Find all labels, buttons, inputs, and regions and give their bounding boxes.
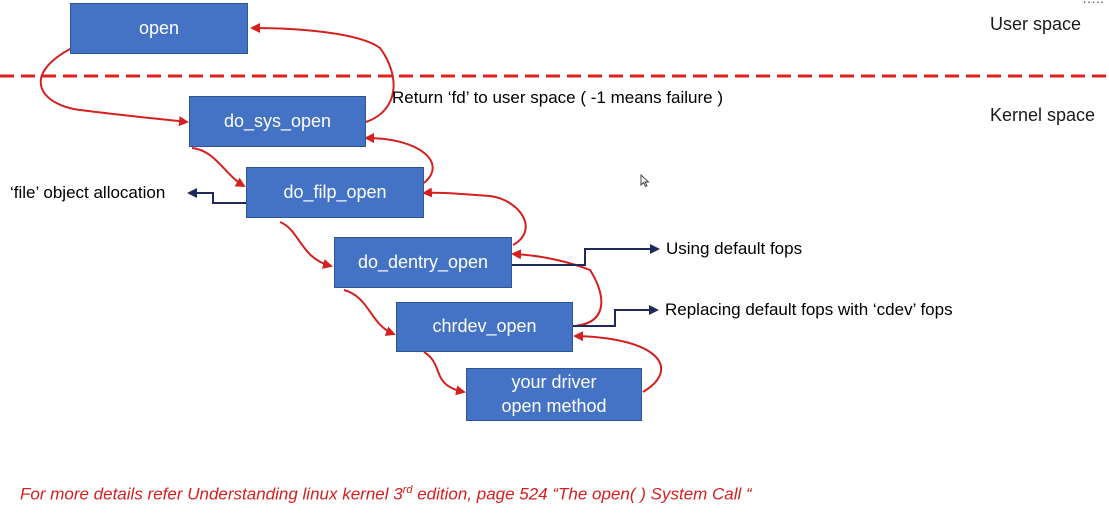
arrow-using-default-fops — [512, 244, 660, 266]
arrow-file-object-allocation — [187, 188, 247, 204]
mouse-cursor-icon — [640, 174, 650, 188]
reference-note-prefix: For more details refer Understanding lin… — [20, 484, 403, 504]
arrow-return-fd-to-user — [250, 23, 395, 123]
arrow-do-filp-open-to-do-dentry-open — [279, 221, 333, 269]
reference-note: For more details refer Understanding lin… — [20, 484, 752, 505]
box-do-filp-open: do_filp_open — [246, 167, 424, 218]
arrow-open-to-do-sys-open — [39, 47, 189, 127]
reference-note-superscript: rd — [402, 484, 413, 496]
arrow-driver-open-return — [573, 331, 663, 393]
box-driver-open-method: your driver open method — [466, 368, 642, 421]
arrow-chrdev-open-to-driver-open — [423, 351, 466, 396]
box-open: open — [70, 3, 248, 54]
return-fd-label: Return ‘fd’ to user space ( -1 means fai… — [392, 88, 724, 107]
kernel-space-label: Kernel space — [990, 105, 1096, 125]
arrow-replacing-fops — [573, 305, 659, 327]
user-space-label: User space — [990, 14, 1082, 34]
reference-note-suffix: edition, page 524 “The open( ) System Ca… — [412, 484, 752, 504]
file-object-allocation-label: ‘file’ object allocation — [10, 183, 166, 202]
arrow-do-dentry-open-to-chrdev-open — [343, 289, 396, 336]
arrow-do-dentry-open-return — [422, 187, 527, 246]
top-right-ellipsis: ….. — [1082, 0, 1104, 6]
using-default-fops-label: Using default fops — [666, 239, 803, 258]
arrow-chrdev-open-return — [511, 249, 603, 327]
arrow-do-filp-open-return — [364, 133, 434, 184]
box-chrdev-open: chrdev_open — [396, 302, 573, 352]
replacing-fops-label: Replacing default fops with ‘cdev’ fops — [665, 300, 953, 319]
arrow-do-sys-open-to-do-filp-open — [191, 147, 246, 188]
box-do-sys-open: do_sys_open — [189, 96, 366, 147]
box-do-dentry-open: do_dentry_open — [334, 237, 512, 288]
